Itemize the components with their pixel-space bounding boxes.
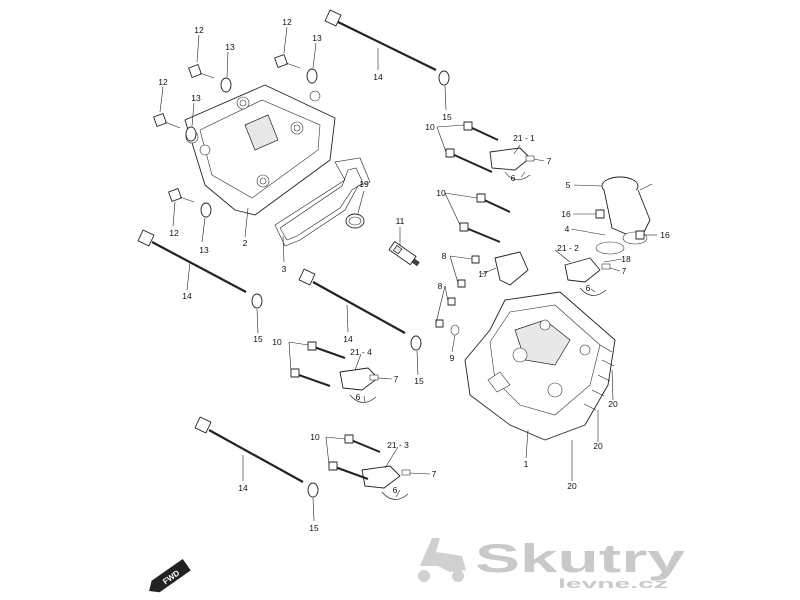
watermark-main: Skutry <box>475 537 686 581</box>
callout-12: 12 <box>194 25 204 35</box>
callout-7: 7 <box>622 266 627 276</box>
callout-20: 20 <box>567 481 577 491</box>
callout-18: 18 <box>621 254 631 264</box>
callout-20: 20 <box>593 441 603 451</box>
callout-3: 3 <box>282 264 287 274</box>
callout-1: 1 <box>524 459 529 469</box>
callout-21-4: 21 - 4 <box>350 347 372 357</box>
callout-11: 11 <box>396 216 405 226</box>
callout-6: 6 <box>511 173 516 183</box>
callout-5: 5 <box>566 180 571 190</box>
callout-10: 10 <box>425 122 435 132</box>
callout-13: 13 <box>191 93 201 103</box>
callout-13: 13 <box>225 42 235 52</box>
callout-15: 15 <box>414 376 424 386</box>
callout-16: 16 <box>660 230 670 240</box>
callout-2: 2 <box>243 238 248 248</box>
callout-12: 12 <box>282 17 292 27</box>
callout-14: 14 <box>182 291 192 301</box>
callout-4: 4 <box>565 224 570 234</box>
callout-10: 10 <box>436 188 446 198</box>
callout-21-1: 21 - 1 <box>513 133 535 143</box>
valve-cover-assembly <box>137 9 450 522</box>
callout-13: 13 <box>199 245 209 255</box>
callout-9: 9 <box>450 353 455 363</box>
callout-10: 10 <box>272 337 282 347</box>
callout-15: 15 <box>253 334 263 344</box>
callout-labels: 12 13 12 13 12 13 12 13 14 15 2 3 19 11 … <box>158 17 670 533</box>
callout-15: 15 <box>442 112 452 122</box>
callout-14: 14 <box>343 334 353 344</box>
callout-21-3: 21 - 3 <box>387 440 409 450</box>
fwd-arrow-badge: FWD <box>149 558 191 593</box>
callout-7: 7 <box>394 374 399 384</box>
watermark-logo: Skutry levne.cz <box>418 537 686 591</box>
scooter-logo-icon <box>418 538 466 582</box>
callout-12: 12 <box>169 228 179 238</box>
callout-15: 15 <box>309 523 319 533</box>
callout-6: 6 <box>356 392 361 402</box>
callout-21-2: 21 - 2 <box>557 243 579 253</box>
callout-6: 6 <box>586 283 591 293</box>
cylinder-head-assembly <box>288 121 657 500</box>
callout-6: 6 <box>393 485 398 495</box>
callout-8: 8 <box>438 281 443 291</box>
callout-13: 13 <box>312 33 322 43</box>
watermark-sub: levne.cz <box>558 576 669 591</box>
callout-16: 16 <box>561 209 571 219</box>
callout-14: 14 <box>373 72 383 82</box>
callout-7: 7 <box>432 469 437 479</box>
callout-19: 19 <box>359 179 369 189</box>
callout-8: 8 <box>442 251 447 261</box>
callout-20: 20 <box>608 399 618 409</box>
callout-17: 17 <box>478 269 488 279</box>
callout-12: 12 <box>158 77 168 87</box>
callout-7: 7 <box>547 156 552 166</box>
callout-10: 10 <box>310 432 320 442</box>
callout-14: 14 <box>238 483 248 493</box>
